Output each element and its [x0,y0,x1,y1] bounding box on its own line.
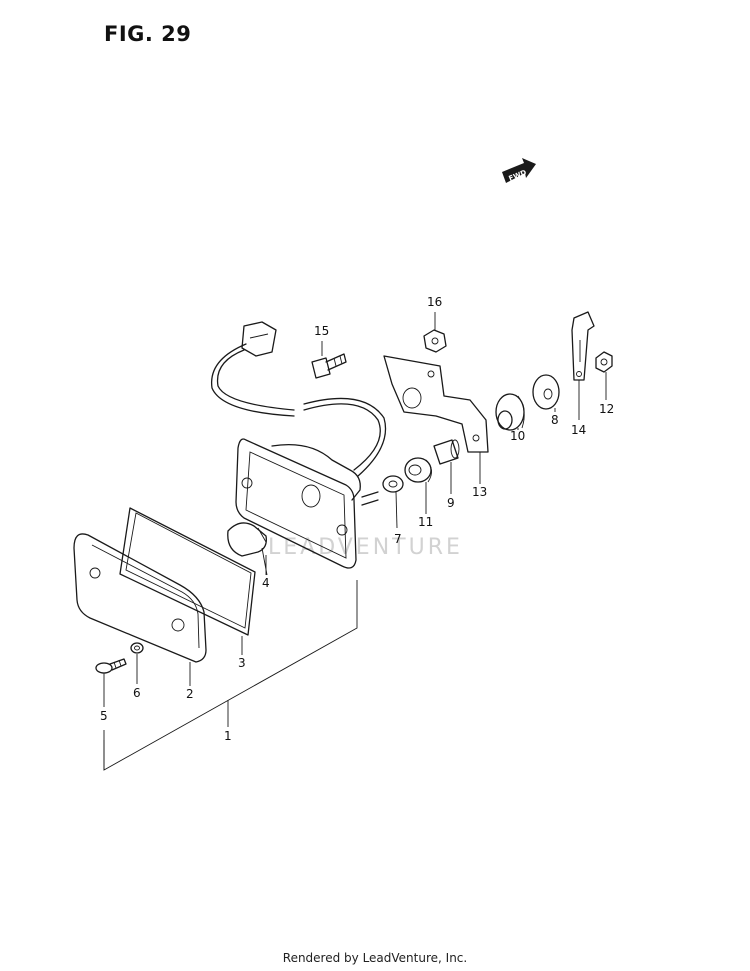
figure-title: FIG. 29 [104,22,192,46]
grommet-part-11 [404,457,432,483]
callout-4: 4 [262,576,270,590]
washer-part-8 [532,374,560,410]
watermark: LEADVENTURE [268,535,463,560]
callout-13: 13 [472,485,487,499]
lens-part-2 [73,533,207,663]
callout-14: 14 [571,423,586,437]
callout-2: 2 [186,687,194,701]
fwd-arrow-icon: FWD [502,158,536,183]
callout-10: 10 [510,429,525,443]
callout-3: 3 [238,656,246,670]
bolt-part-15 [311,353,347,379]
leader-lines [103,312,607,771]
callout-5: 5 [100,709,108,723]
screw-part-5 [95,658,127,674]
wire-harness [210,321,387,477]
bulb-part-4 [227,522,268,576]
gasket-part-3 [119,507,256,636]
stay-part-14 [571,311,595,381]
callout-11: 11 [418,515,433,529]
callout-12: 12 [599,402,614,416]
collar-part-9 [433,439,460,465]
housing-part-1 [235,438,379,569]
nut-part-16 [423,329,447,353]
damper-part-10 [495,393,525,431]
washer-part-7 [382,475,404,493]
nut-part-12 [595,351,613,373]
footer-credit: Rendered by LeadVenture, Inc. [282,951,468,965]
callout-9: 9 [447,496,455,510]
callout-8: 8 [551,413,559,427]
callout-6: 6 [133,686,141,700]
callout-15: 15 [314,324,329,338]
washer-part-6 [130,642,144,654]
callout-7: 7 [394,532,402,546]
callout-16: 16 [427,295,442,309]
callout-1: 1 [224,729,232,743]
bracket-part-13 [383,355,489,453]
